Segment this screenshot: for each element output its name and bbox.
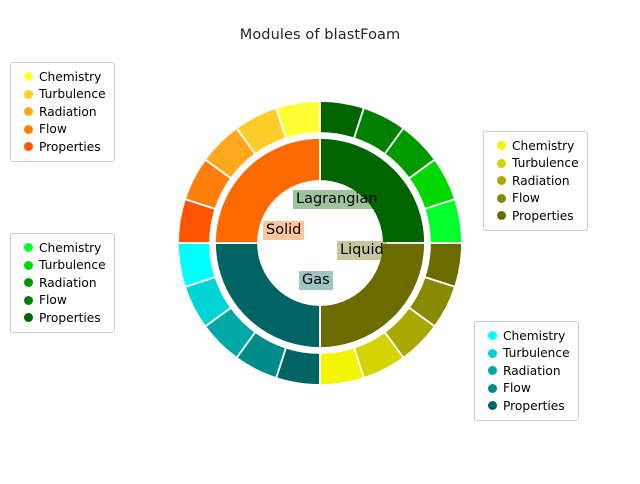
legend-item[interactable]: Flow	[490, 190, 579, 208]
legend-label: Turbulence	[503, 346, 570, 361]
legend-swatch-icon	[24, 313, 33, 323]
legend-item[interactable]: Radiation	[17, 274, 106, 292]
legend-label: Turbulence	[512, 156, 579, 171]
legend-swatch-icon	[24, 72, 33, 82]
legend-swatch-icon	[24, 278, 33, 288]
page-title: Modules of blastFoam	[239, 27, 401, 43]
legend-swatch-icon	[24, 142, 33, 152]
legend-swatch-icon	[497, 176, 506, 186]
outer-wedge-solid-chemistry[interactable]	[274, 100, 321, 140]
legend-swatch-icon	[488, 366, 497, 376]
legend-swatch-icon	[488, 331, 497, 341]
legend-solid: Chemistry Turbulence Radiation Flow Prop…	[10, 62, 115, 162]
legend-item[interactable]: Flow	[17, 121, 106, 139]
legend-label: Chemistry	[39, 69, 102, 84]
legend-swatch-icon	[24, 89, 33, 99]
legend-label: Flow	[512, 191, 540, 206]
wedge-label-solid: Solid	[263, 221, 305, 240]
legend-item[interactable]: Chemistry	[481, 327, 570, 345]
legend-label: Flow	[39, 122, 67, 137]
inner-wedge-liquid[interactable]	[319, 242, 426, 349]
legend-label: Flow	[503, 381, 531, 396]
legend-item[interactable]: Properties	[17, 309, 106, 327]
legend-label: Turbulence	[39, 258, 106, 273]
legend-item[interactable]: Turbulence	[17, 257, 106, 275]
legend-item[interactable]: Properties	[481, 397, 570, 415]
legend-swatch-icon	[497, 141, 506, 151]
legend-swatch-icon	[24, 243, 33, 253]
wedge-label-liquid: Liquid	[337, 241, 387, 260]
legend-label: Radiation	[512, 173, 570, 188]
wedge-label-lagrangian: Lagrangian	[293, 190, 381, 209]
legend-item[interactable]: Chemistry	[17, 239, 106, 257]
inner-wedge-gas[interactable]	[214, 242, 321, 349]
legend-item[interactable]: Radiation	[481, 362, 570, 380]
legend-item[interactable]: Flow	[481, 380, 570, 398]
legend-item[interactable]: Chemistry	[490, 137, 579, 155]
legend-label: Chemistry	[503, 328, 566, 343]
legend-swatch-icon	[488, 348, 497, 358]
legend-item[interactable]: Radiation	[490, 172, 579, 190]
legend-lagrangian: Chemistry Turbulence Radiation Flow Prop…	[10, 233, 115, 333]
legend-label: Chemistry	[512, 138, 575, 153]
legend-label: Radiation	[503, 363, 561, 378]
legend-item[interactable]: Properties	[490, 207, 579, 225]
legend-liquid: Chemistry Turbulence Radiation Flow Prop…	[483, 131, 588, 231]
legend-label: Radiation	[39, 104, 97, 119]
legend-swatch-icon	[24, 295, 33, 305]
legend-item[interactable]: Radiation	[17, 103, 106, 121]
wedge-label-gas: Gas	[299, 271, 333, 290]
legend-item[interactable]: Chemistry	[17, 68, 106, 86]
legend-swatch-icon	[488, 401, 497, 411]
legend-label: Turbulence	[39, 87, 106, 102]
legend-item[interactable]: Flow	[17, 292, 106, 310]
legend-swatch-icon	[497, 158, 506, 168]
legend-swatch-icon	[24, 124, 33, 134]
legend-gas: Chemistry Turbulence Radiation Flow Prop…	[474, 321, 579, 421]
inner-wedge-lagrangian[interactable]	[319, 137, 426, 244]
legend-item[interactable]: Turbulence	[17, 86, 106, 104]
legend-swatch-icon	[24, 107, 33, 117]
legend-label: Properties	[39, 310, 101, 325]
inner-wedge-solid[interactable]	[214, 137, 321, 244]
legend-swatch-icon	[497, 211, 506, 221]
legend-label: Flow	[39, 293, 67, 308]
legend-label: Properties	[503, 398, 565, 413]
legend-swatch-icon	[24, 260, 33, 270]
legend-item[interactable]: Properties	[17, 138, 106, 156]
legend-swatch-icon	[497, 193, 506, 203]
legend-swatch-icon	[488, 383, 497, 393]
legend-item[interactable]: Turbulence	[490, 155, 579, 173]
legend-label: Radiation	[39, 275, 97, 290]
legend-item[interactable]: Turbulence	[481, 345, 570, 363]
legend-label: Properties	[39, 139, 101, 154]
legend-label: Chemistry	[39, 240, 102, 255]
legend-label: Properties	[512, 208, 574, 223]
